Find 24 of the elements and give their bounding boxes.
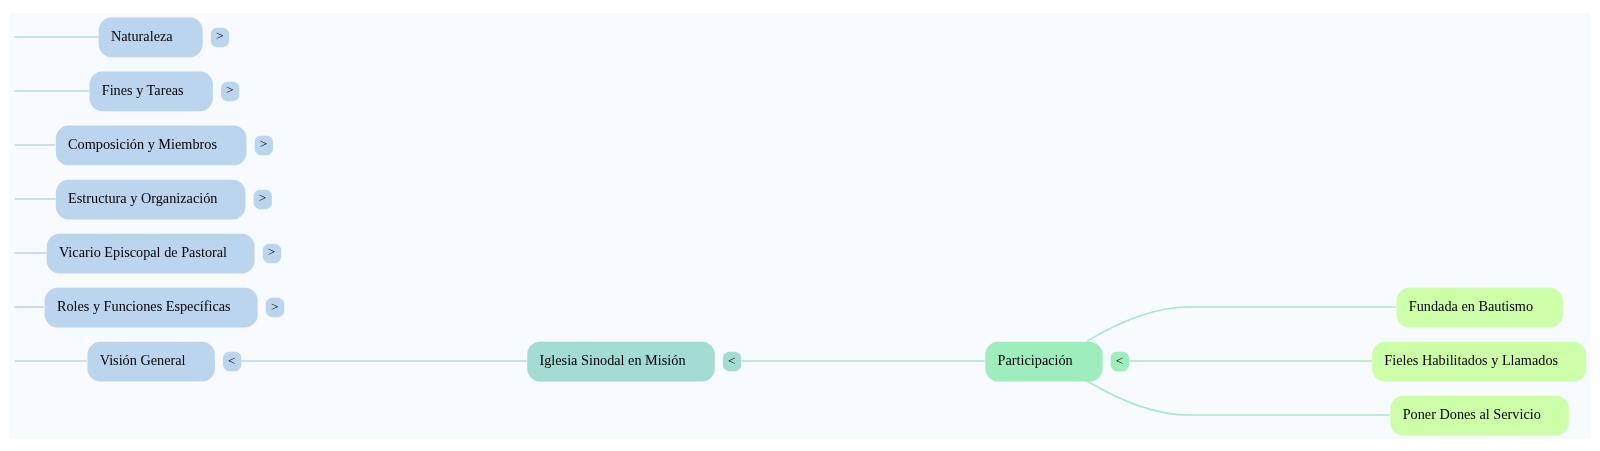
connector [13, 359, 88, 362]
node-box: Poner Dones al Servicio [1390, 395, 1569, 435]
node-label: > [259, 135, 268, 151]
node-label: > [267, 243, 276, 259]
node-box: Fieles Habilitados y Llamados [1372, 341, 1587, 381]
node-label: < [228, 352, 236, 367]
node-label: > [215, 27, 224, 43]
connector [13, 35, 100, 38]
connector [13, 305, 45, 308]
connector [240, 359, 528, 362]
node-label: > [226, 81, 234, 97]
connector [13, 143, 57, 146]
connector [1086, 305, 1397, 342]
node-box: Fundada en Bautismo [1396, 287, 1563, 327]
node-label: < [1115, 352, 1124, 367]
connector [740, 359, 986, 362]
connector [1127, 359, 1373, 362]
connector [13, 197, 57, 200]
connector [13, 251, 48, 254]
node-label: > [270, 297, 279, 313]
node-label: < [728, 352, 736, 367]
node-label: > [258, 189, 267, 205]
connector [1086, 379, 1391, 416]
connector [13, 89, 90, 92]
